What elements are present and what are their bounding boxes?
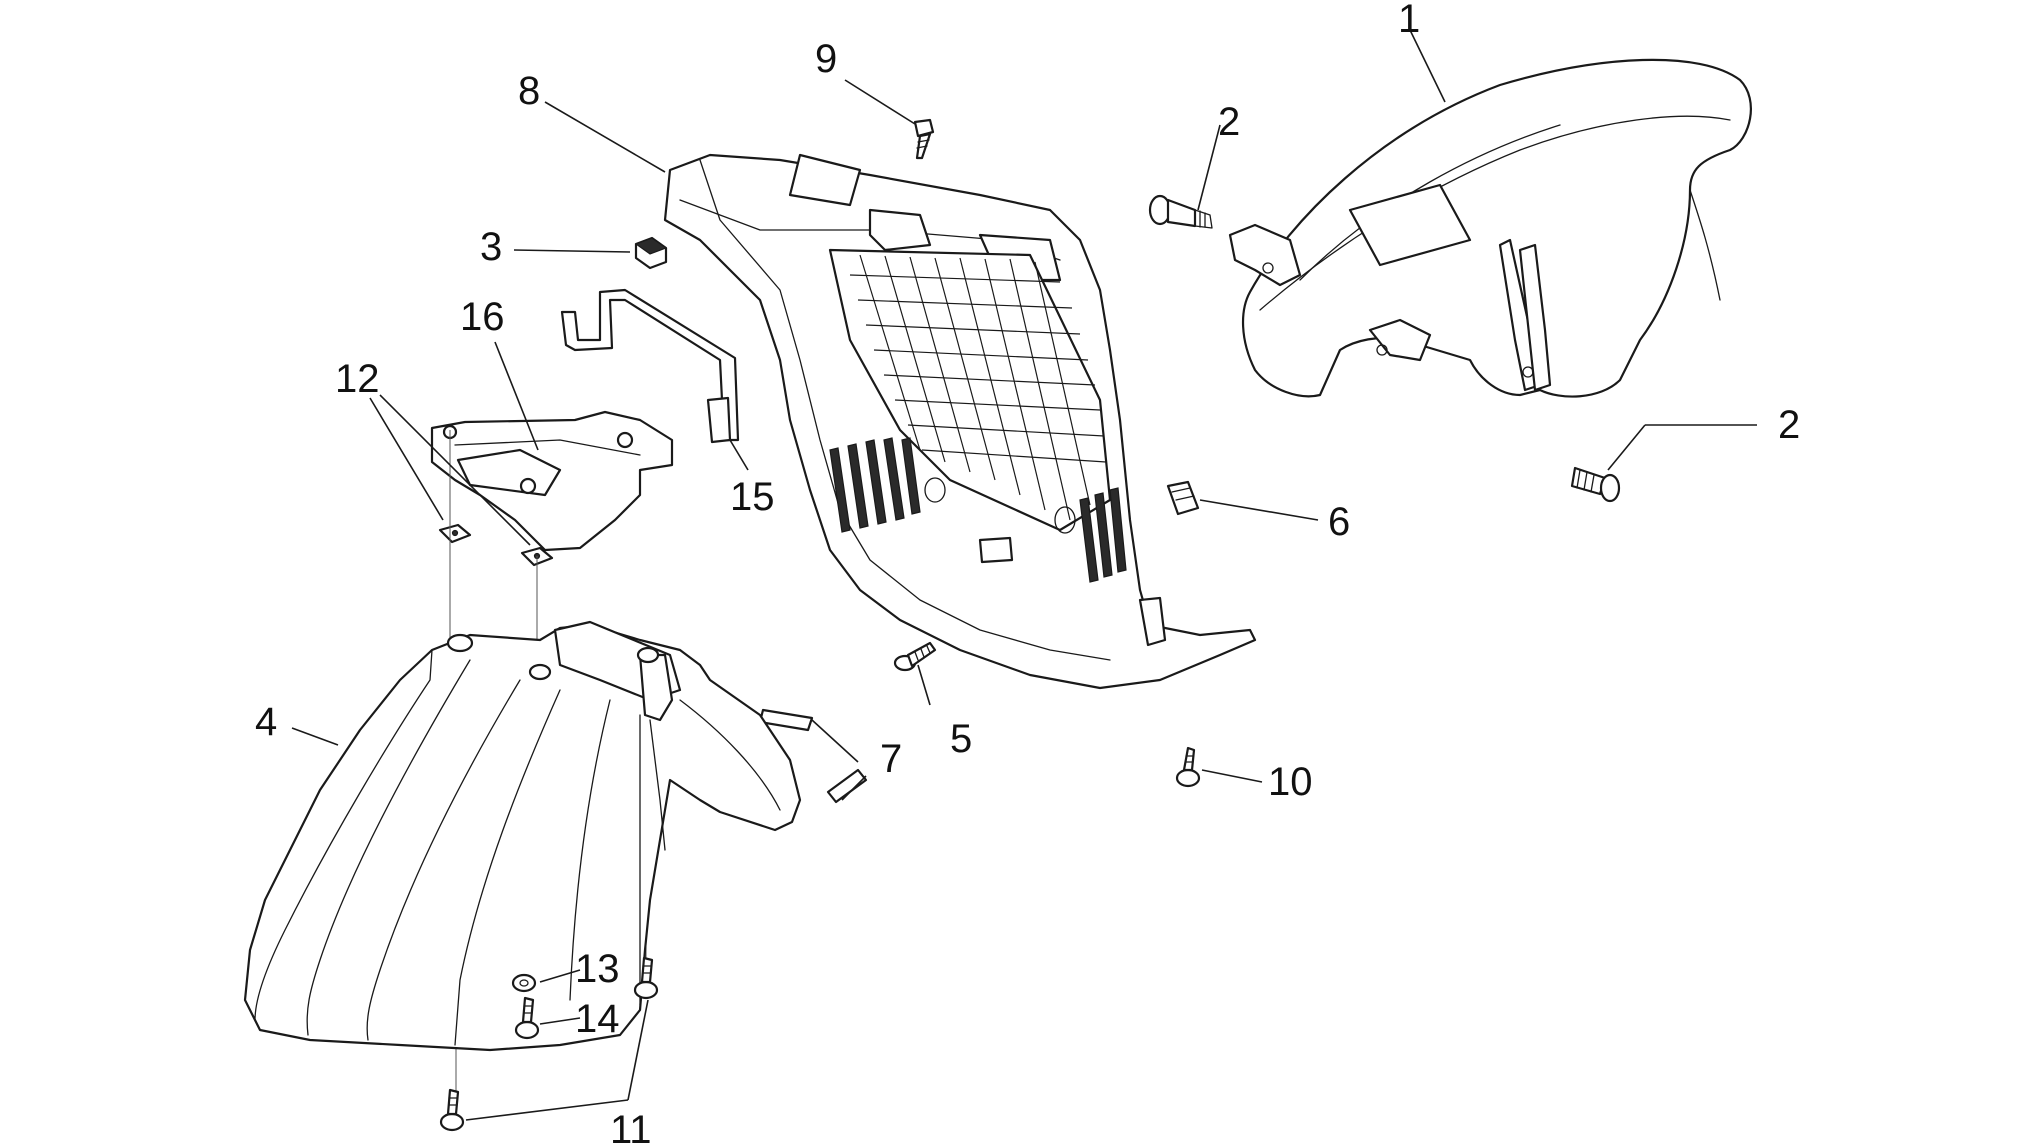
leg-shield-part	[663, 153, 1257, 690]
screw-10-part	[1175, 746, 1201, 788]
rubber-pad-lower-part	[826, 768, 868, 804]
leg-shield-vents-left	[829, 437, 921, 533]
label-8: 8	[518, 69, 540, 113]
label-11: 11	[610, 1108, 652, 1143]
front-mudguard-part	[243, 620, 802, 1052]
label-2: 2	[1218, 100, 1240, 144]
speed-nut-part	[1166, 480, 1200, 516]
label-2: 2	[1778, 403, 1800, 447]
tapping-screw-part	[893, 641, 937, 672]
label-4: 4	[255, 700, 277, 744]
label-9: 9	[815, 37, 837, 81]
screw-upper-part	[1148, 194, 1213, 229]
screw-lower-part	[1570, 466, 1621, 503]
part-labels: 1 2 2 3 4 5 6 7 8 9 10 11 12 13 14 15 16	[255, 0, 1800, 1143]
bracket-16-part	[430, 410, 674, 552]
leader-lines	[291, 29, 1757, 1121]
bracket-15-part	[560, 288, 740, 444]
label-3: 3	[480, 225, 502, 269]
label-6: 6	[1328, 500, 1350, 544]
clip-nut-part	[634, 236, 668, 270]
leg-shield-vents-right	[1079, 487, 1127, 583]
screw-9-part	[913, 118, 935, 160]
screw-11-right-part	[633, 956, 659, 1000]
screw-11-left-part	[439, 1088, 465, 1132]
washer-13-part	[511, 973, 537, 993]
label-7: 7	[880, 737, 902, 781]
rear-mudguard-part	[1228, 58, 1752, 398]
label-15: 15	[730, 475, 775, 519]
label-10: 10	[1268, 760, 1313, 804]
label-5: 5	[950, 717, 972, 761]
label-12: 12	[335, 357, 380, 401]
label-16: 16	[460, 295, 505, 339]
label-1: 1	[1398, 0, 1420, 41]
label-14: 14	[575, 997, 620, 1041]
label-13: 13	[575, 947, 620, 991]
washer-12-left-part	[438, 523, 472, 544]
screw-14-part	[514, 996, 540, 1040]
